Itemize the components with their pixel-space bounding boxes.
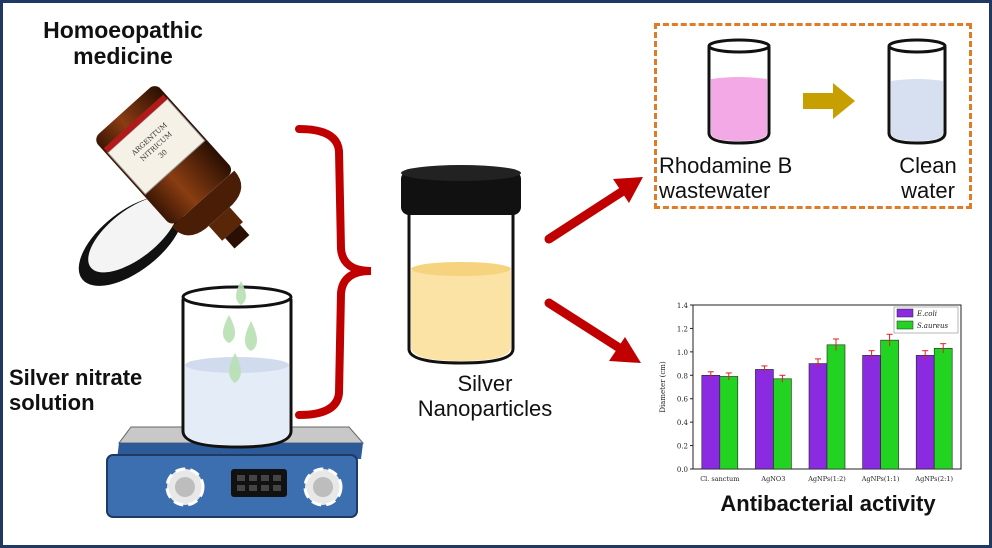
bottle-cap-icon <box>78 195 184 286</box>
glass-icon <box>707 38 771 145</box>
bar-ecoli <box>755 369 774 470</box>
y-tick-label: 1.4 <box>677 302 689 310</box>
y-tick-label: 0.6 <box>677 396 689 404</box>
legend-swatch <box>896 320 914 330</box>
y-tick-label: 0.2 <box>677 443 688 451</box>
vial-icon <box>401 165 521 365</box>
y-tick-label: 0.0 <box>677 466 688 474</box>
bar-ecoli <box>915 355 935 470</box>
chart-bars <box>701 333 953 470</box>
bar-saureus <box>880 339 899 470</box>
bottle-label-line-3: 30 <box>157 148 169 160</box>
process-illustration: ARGENTUM NITRICUM 30 <box>78 38 947 518</box>
bar-saureus <box>719 376 739 470</box>
antibacterial-activity-label: Antibacterial activity <box>720 491 936 516</box>
glass-icon <box>887 38 947 145</box>
legend-label: E.coli <box>916 310 937 318</box>
y-axis-label: Diameter (cm) <box>659 361 667 413</box>
y-tick-label: 1.2 <box>677 325 688 333</box>
pouring-bottle-icon: ARGENTUM NITRICUM 30 <box>96 86 250 249</box>
wastewater-treatment-box <box>654 23 972 209</box>
bar-saureus <box>826 344 846 470</box>
bar-ecoli <box>808 363 828 470</box>
x-tick-label: AgNPs(2:1) <box>914 475 953 483</box>
y-tick-label: 0.4 <box>677 419 689 427</box>
x-tick-label: AgNO3 <box>760 475 785 483</box>
bar-ecoli <box>862 355 881 470</box>
legend-swatch <box>896 308 914 318</box>
right-arrow-icon <box>544 177 643 363</box>
bar-saureus <box>933 348 953 470</box>
x-tick-label: AgNPs(1:2) <box>807 475 846 483</box>
bar-ecoli <box>701 374 721 470</box>
hotplate-stirrer-icon <box>106 426 365 518</box>
x-tick-label: AgNPs(1:1) <box>861 475 900 483</box>
bar-saureus <box>773 378 792 470</box>
x-tick-label: Cl. sanctum <box>700 475 739 483</box>
y-tick-label: 1.0 <box>677 349 688 357</box>
bracket-icon <box>295 125 372 419</box>
y-tick-label: 0.8 <box>677 372 688 380</box>
right-arrow-icon <box>803 83 855 119</box>
legend-label: S.aureus <box>917 322 948 330</box>
drop-icon <box>223 281 257 383</box>
